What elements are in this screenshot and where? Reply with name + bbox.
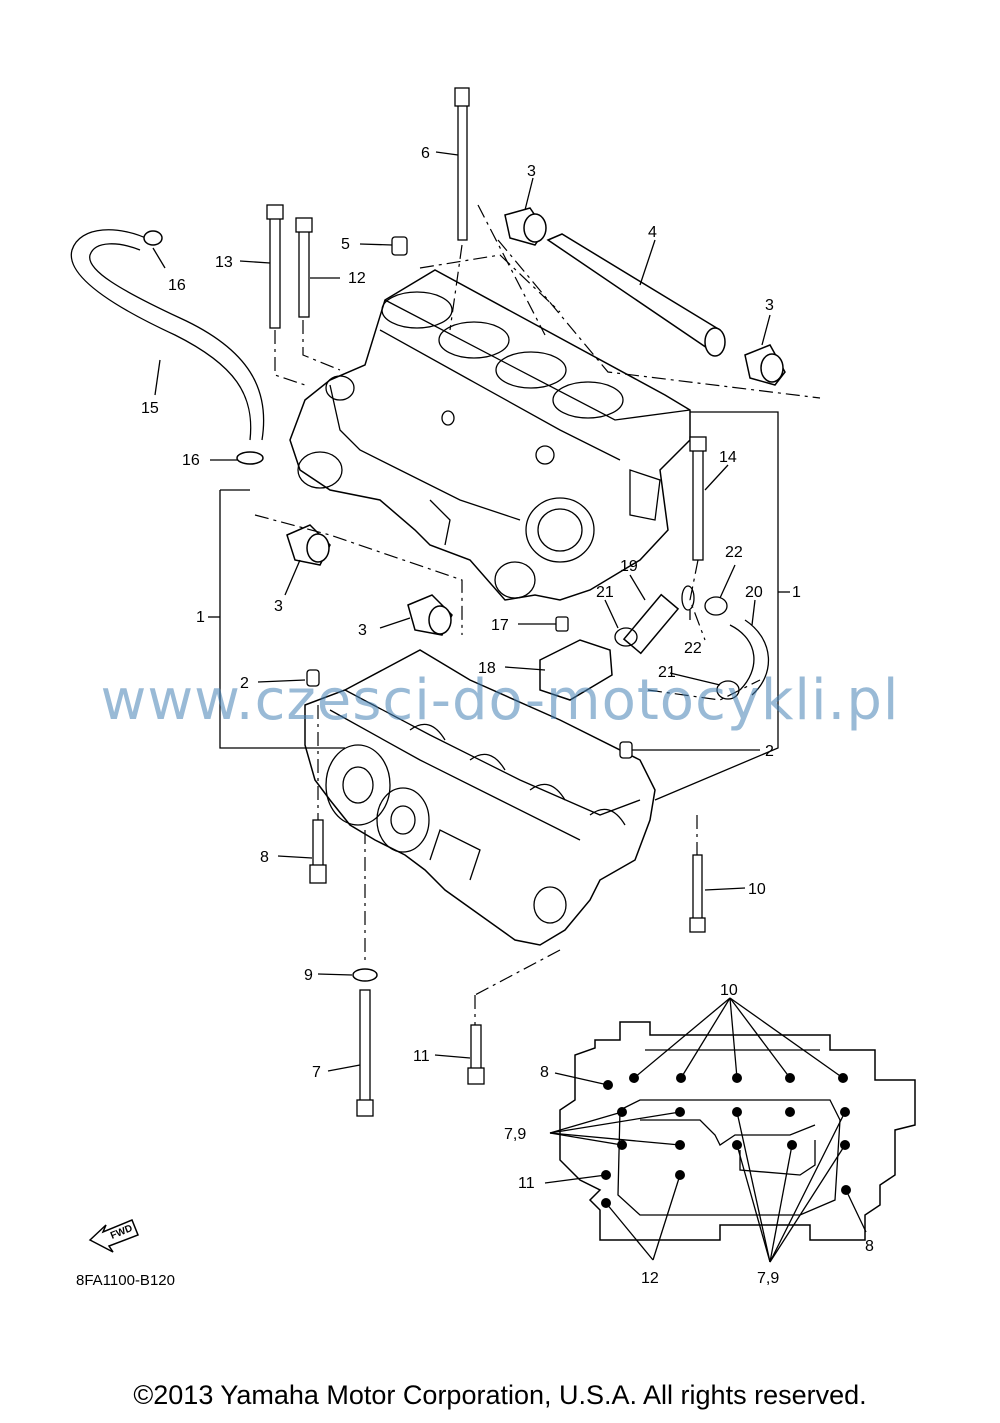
- fwd-arrow-icon: FWD: [88, 1219, 139, 1253]
- label-12: 12: [348, 270, 366, 287]
- inset-label-8-right: 8: [865, 1238, 874, 1255]
- watermark-url: www.czesci-do-motocykli.pl: [100, 668, 900, 733]
- upper-crankcase: [289, 269, 691, 601]
- inset-label-7-9-left: 7,9: [504, 1126, 526, 1143]
- label-16-top: 16: [168, 277, 186, 294]
- copyright-notice: ©2013 Yamaha Motor Corporation, U.S.A. A…: [133, 1380, 867, 1410]
- label-9: 9: [304, 967, 313, 984]
- part-labels: 6 3 4 3 5 13 12 16 15 16 14 3 3 1 1 22 1…: [141, 145, 874, 1287]
- bottom-view-inset: [544, 997, 916, 1263]
- label-18: 18: [478, 660, 496, 677]
- label-11: 11: [413, 1048, 430, 1065]
- label-16-bottom: 16: [182, 452, 200, 469]
- inset-label-11: 11: [518, 1175, 535, 1192]
- label-15: 15: [141, 400, 159, 417]
- label-2-left: 2: [240, 675, 249, 692]
- label-20: 20: [745, 584, 763, 601]
- label-3-left: 3: [274, 598, 283, 615]
- inset-label-10: 10: [720, 982, 738, 999]
- inset-label-12: 12: [641, 1270, 659, 1287]
- label-8: 8: [260, 849, 269, 866]
- label-22-bottom: 22: [684, 640, 702, 657]
- water-pipe-parts: [539, 585, 770, 701]
- label-3-top: 3: [527, 163, 536, 180]
- label-13: 13: [215, 254, 233, 271]
- label-3-middle: 3: [358, 622, 367, 639]
- label-1-left: 1: [196, 609, 205, 626]
- inset-leader-lines: [544, 997, 867, 1263]
- bolts-upper: [266, 87, 707, 632]
- diagram-code: 8FA1100-B120: [76, 1272, 175, 1289]
- label-14: 14: [719, 449, 737, 466]
- label-21-top: 21: [596, 584, 614, 601]
- label-17: 17: [491, 617, 509, 634]
- label-3-right: 3: [765, 297, 774, 314]
- label-1-right: 1: [792, 584, 801, 601]
- label-7: 7: [312, 1064, 321, 1081]
- hose-15: [70, 229, 265, 465]
- inset-label-8-left: 8: [540, 1064, 549, 1081]
- bolts-lower: [306, 669, 706, 1117]
- label-2-right: 2: [765, 743, 774, 760]
- label-10: 10: [748, 881, 766, 898]
- label-21-bottom: 21: [658, 664, 676, 681]
- label-5: 5: [341, 236, 350, 253]
- engine-mount-parts: [286, 207, 786, 636]
- label-22-top: 22: [725, 544, 743, 561]
- label-4: 4: [648, 224, 657, 241]
- callout-lines: [152, 151, 821, 1072]
- inset-label-7-9-bottom: 7,9: [757, 1270, 779, 1287]
- lower-crankcase: [304, 649, 656, 946]
- label-6: 6: [421, 145, 430, 162]
- label-19: 19: [620, 558, 638, 575]
